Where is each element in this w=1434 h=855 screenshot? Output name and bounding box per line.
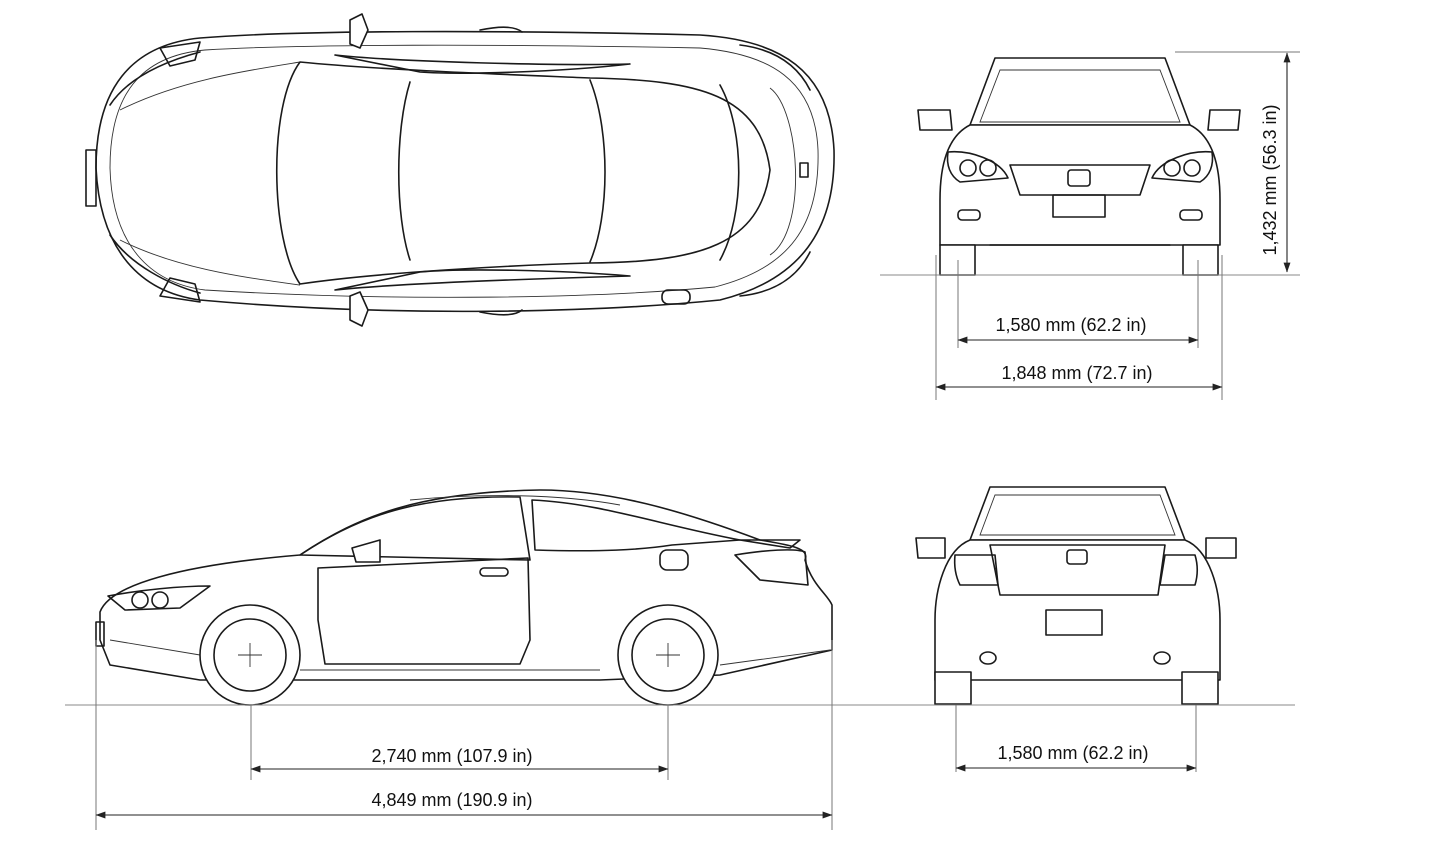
height-label: 1,432 mm (56.3 in) [1260, 104, 1280, 255]
height-dimension: 1,432 mm (56.3 in) [1260, 52, 1291, 273]
wheelbase-label: 2,740 mm (107.9 in) [371, 746, 532, 766]
overall-width-label: 1,848 mm (72.7 in) [1001, 363, 1152, 383]
rear-view [915, 486, 1237, 705]
rear-track-label: 1,580 mm (62.2 in) [997, 743, 1148, 763]
front-view [917, 57, 1241, 276]
ground-lines [65, 274, 1300, 706]
side-view [95, 489, 833, 706]
wheelbase-dimension: 2,740 mm (107.9 in) [250, 746, 669, 773]
front-track-label: 1,580 mm (62.2 in) [995, 315, 1146, 335]
top-view [85, 13, 835, 327]
overall-width-dimension: 1,848 mm (72.7 in) [935, 363, 1223, 391]
rear-track-dimension: 1,580 mm (62.2 in) [955, 743, 1197, 772]
extension-lines [95, 51, 1300, 830]
overall-length-label: 4,849 mm (190.9 in) [371, 790, 532, 810]
front-track-dimension: 1,580 mm (62.2 in) [957, 315, 1199, 344]
overall-length-dimension: 4,849 mm (190.9 in) [95, 790, 833, 819]
